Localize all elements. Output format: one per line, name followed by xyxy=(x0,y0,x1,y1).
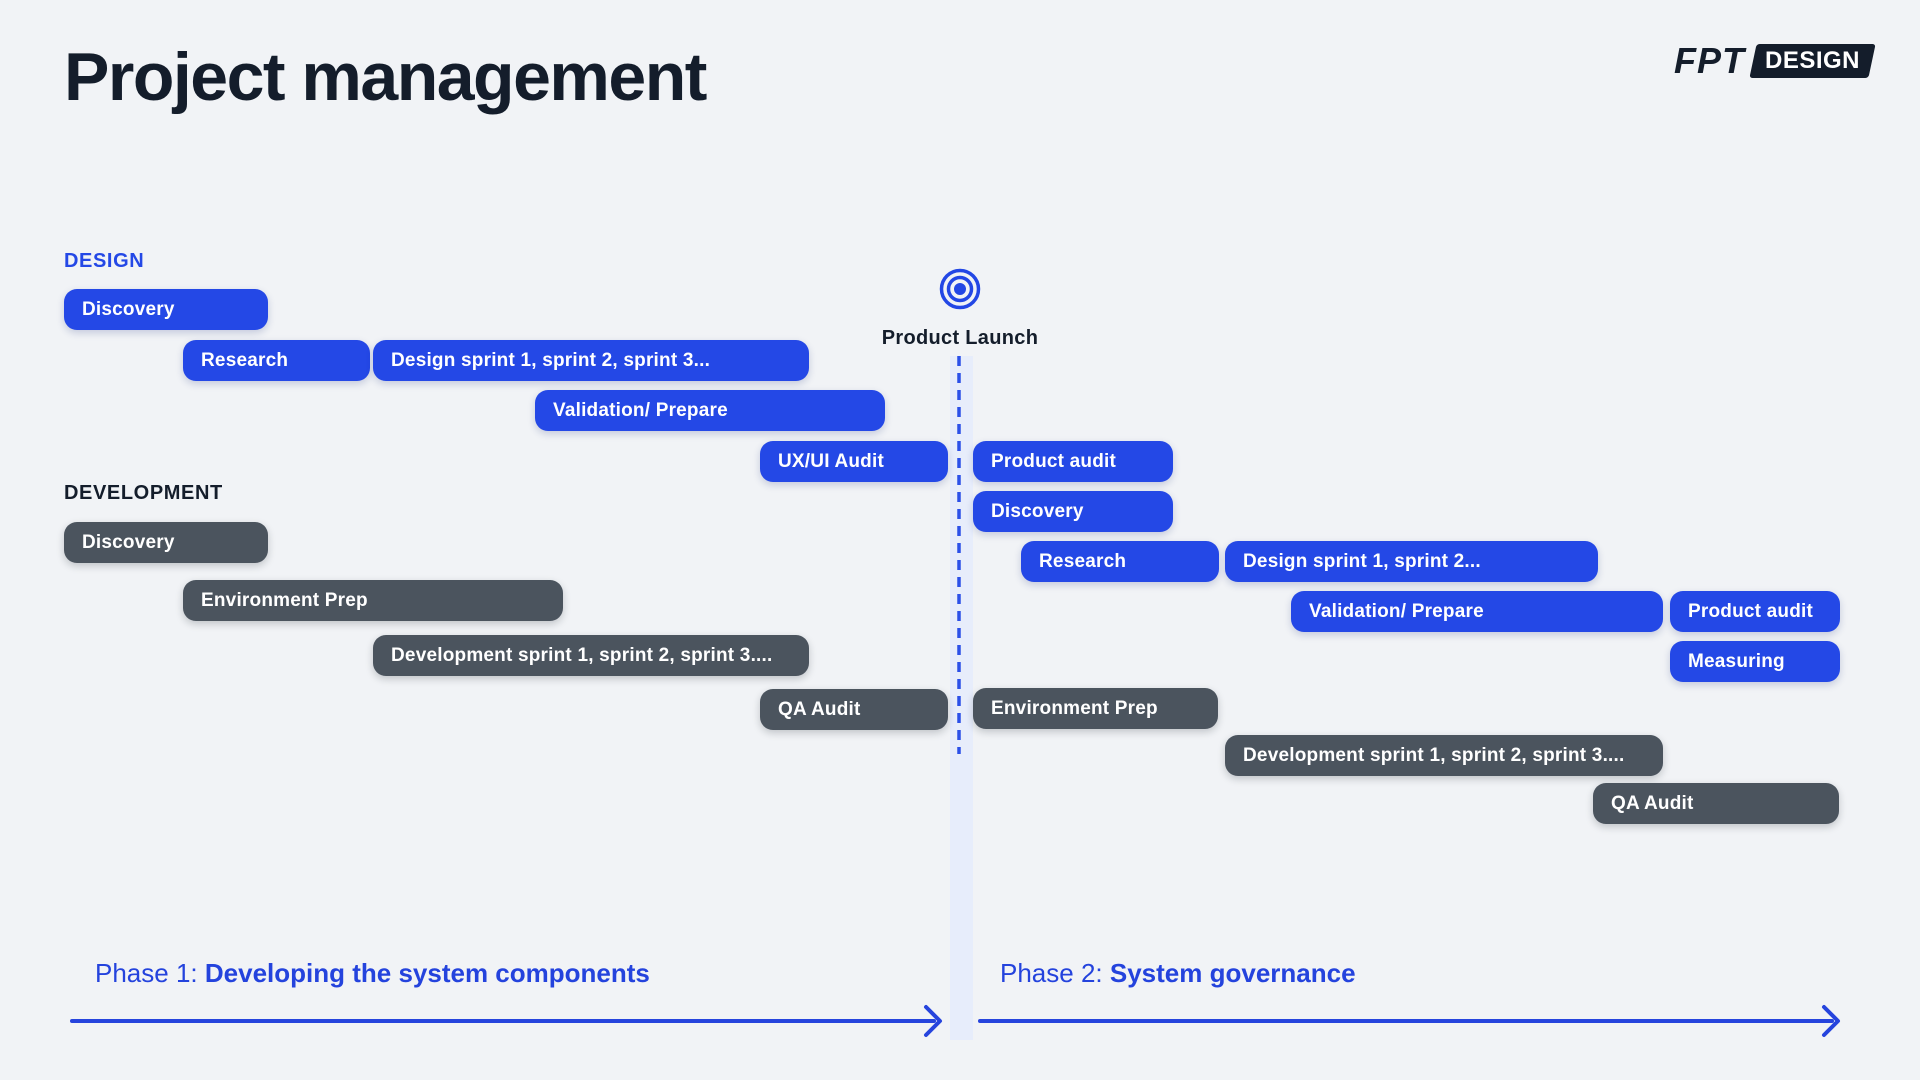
task-pill: Environment Prep xyxy=(183,580,563,621)
task-pill: Design sprint 1, sprint 2... xyxy=(1225,541,1598,582)
task-pill-label: Development sprint 1, sprint 2, sprint 3… xyxy=(391,644,773,666)
task-pill-label: QA Audit xyxy=(778,698,861,720)
product-launch-target-icon xyxy=(939,268,981,310)
phase-1-label: Phase 1: Developing the system component… xyxy=(95,958,650,989)
task-pill-label: Development sprint 1, sprint 2, sprint 3… xyxy=(1243,744,1625,766)
phase-1-prefix: Phase 1: xyxy=(95,958,198,988)
task-pill: Discovery xyxy=(64,289,268,330)
task-pill: Research xyxy=(183,340,370,381)
product-launch-label: Product Launch xyxy=(881,327,1039,349)
task-pill-label: UX/UI Audit xyxy=(778,450,884,472)
phase-2-prefix: Phase 2: xyxy=(1000,958,1103,988)
task-pill: Product audit xyxy=(1670,591,1840,632)
phase-1-arrow xyxy=(70,1005,942,1037)
task-pill: Discovery xyxy=(64,522,268,563)
task-pill-label: Research xyxy=(201,349,289,371)
task-pill-label: Environment Prep xyxy=(991,697,1158,719)
task-pill-label: Research xyxy=(1039,550,1127,572)
task-pill: Design sprint 1, sprint 2, sprint 3... xyxy=(373,340,809,381)
phase-2-label: Phase 2: System governance xyxy=(1000,958,1356,989)
task-pill-label: Measuring xyxy=(1688,650,1785,672)
logo-badge: DESIGN xyxy=(1749,44,1876,78)
design-section-label: DESIGN xyxy=(64,250,145,272)
fpt-design-logo: FPT DESIGN xyxy=(1673,40,1876,82)
task-pill: Discovery xyxy=(973,491,1173,532)
task-pill: QA Audit xyxy=(760,689,948,730)
phase-1-title: Developing the system components xyxy=(204,958,650,988)
task-pill: Measuring xyxy=(1670,641,1840,682)
task-pill: Validation/ Prepare xyxy=(1291,591,1663,632)
task-pill: UX/UI Audit xyxy=(760,441,948,482)
task-pill: Development sprint 1, sprint 2, sprint 3… xyxy=(373,635,809,676)
task-pill: Environment Prep xyxy=(973,688,1218,729)
task-pill-label: Product audit xyxy=(1688,600,1814,622)
task-pill-label: Validation/ Prepare xyxy=(553,399,728,421)
page-title: Project management xyxy=(64,39,707,115)
task-pill-label: Discovery xyxy=(991,500,1084,522)
task-pill-label: QA Audit xyxy=(1611,792,1694,814)
task-pill-label: Design sprint 1, sprint 2, sprint 3... xyxy=(391,349,711,371)
task-pill: Validation/ Prepare xyxy=(535,390,885,431)
task-pill-label: Environment Prep xyxy=(201,589,368,611)
task-pill-label: Discovery xyxy=(82,298,175,320)
phase-2-title: System governance xyxy=(1109,958,1356,988)
logo-badge-text: DESIGN xyxy=(1764,47,1860,74)
logo-brand-text: FPT xyxy=(1673,40,1745,81)
task-pill-label: Design sprint 1, sprint 2... xyxy=(1243,550,1481,572)
task-pill-label: Product audit xyxy=(991,450,1117,472)
task-pill: Development sprint 1, sprint 2, sprint 3… xyxy=(1225,735,1663,776)
task-pill: Product audit xyxy=(973,441,1173,482)
phase-divider-dashed-line xyxy=(957,356,961,754)
task-pill-label: Validation/ Prepare xyxy=(1309,600,1484,622)
task-pill-label: Discovery xyxy=(82,531,175,553)
task-pill: QA Audit xyxy=(1593,783,1839,824)
task-pill: Research xyxy=(1021,541,1219,582)
development-section-label: DEVELOPMENT xyxy=(64,482,223,504)
phase-divider-band xyxy=(950,356,973,1040)
phase-2-arrow xyxy=(978,1005,1840,1037)
